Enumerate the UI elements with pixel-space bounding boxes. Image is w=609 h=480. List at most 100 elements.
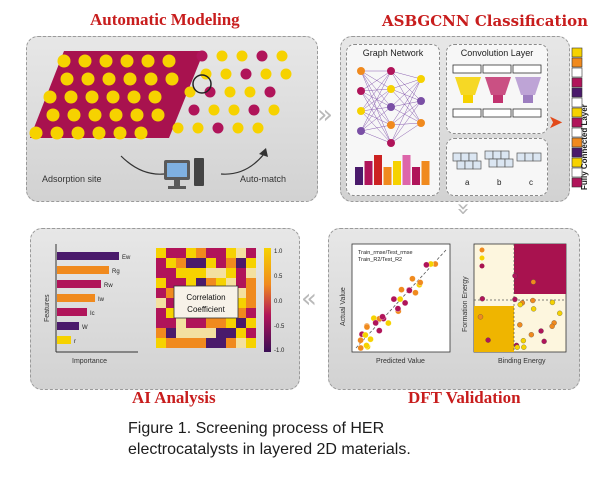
heatmap-cell [236, 308, 246, 318]
correlation-heatmap: Correlation Coefficient [156, 248, 256, 348]
filter-yellow [452, 77, 482, 118]
heatmap-cell [156, 328, 166, 338]
colorbar-gradient [264, 248, 271, 352]
heatmap-cell [226, 248, 236, 258]
network-edge [360, 110, 392, 144]
heatmap-cell [176, 278, 186, 288]
importance-bar-label: Rg [112, 269, 120, 275]
energy-map-region-top-right [514, 244, 566, 294]
lattice-atom [123, 72, 137, 86]
energy-point [514, 344, 520, 350]
network-edge [390, 88, 422, 102]
network-edge [360, 70, 392, 92]
parity-point [397, 295, 404, 303]
feature-bar [412, 167, 420, 185]
fc-cell [571, 167, 583, 178]
fully-connected-column [571, 47, 583, 188]
network-node [357, 87, 365, 95]
energy-point [485, 337, 491, 343]
lattice-atom [134, 126, 148, 140]
modeling-illustration [29, 50, 292, 189]
honeycomb-atom [172, 122, 184, 134]
lattice-atom [92, 126, 106, 140]
predicted-value-label: Predicted Value [376, 358, 425, 365]
energy-point [530, 297, 536, 304]
network-edge [390, 106, 422, 124]
heatmap-cell [186, 268, 196, 278]
caption-line-1: Figure 1. Screening process of HER [128, 420, 385, 437]
heatmap-cell [226, 268, 236, 278]
feature-bar [364, 161, 373, 185]
honeycomb-atom [228, 104, 240, 116]
heatmap-cell [186, 278, 196, 288]
network-edge [390, 100, 422, 108]
feature-bar [421, 161, 430, 185]
heatmap-cell [176, 328, 186, 338]
graph-network-label: Graph Network [362, 48, 424, 58]
heatmap-cell [206, 258, 216, 268]
heatmap-cell [156, 268, 166, 278]
network-edge [360, 90, 392, 126]
figure-caption: Figure 1. Screening process of HER elect… [128, 418, 488, 460]
honeycomb-atom [196, 50, 208, 62]
convolution-illustration [452, 64, 542, 118]
energy-point [538, 328, 544, 334]
feature-bar [374, 155, 382, 185]
parity-point [398, 286, 405, 293]
heatmap-cell [226, 338, 236, 348]
embedding-box: a b c [446, 138, 548, 196]
heatmap-cell [176, 338, 186, 348]
colorbar-tick-3: 0.0 [274, 299, 283, 305]
flow-arrow-down: » [450, 202, 476, 216]
parity-point [423, 261, 430, 269]
energy-point [549, 323, 555, 329]
heatmap-cell [216, 248, 226, 258]
actual-value-label: Actual Value [340, 287, 347, 326]
honeycomb-atom [192, 122, 204, 134]
lattice-atom [106, 90, 120, 104]
lattice-atom [46, 108, 60, 122]
heatmap-cell [216, 278, 226, 288]
network-edge [390, 78, 422, 126]
energy-point [517, 301, 523, 308]
network-edge [360, 88, 392, 132]
heatmap-cell [166, 338, 176, 348]
importance-axis-label: Importance [72, 358, 108, 365]
network-edge [390, 70, 422, 124]
importance-bar-label: Ew [122, 255, 131, 261]
network-edge [360, 90, 392, 108]
parity-point [372, 319, 379, 327]
heatmap-cell [176, 318, 186, 328]
parity-point [401, 299, 409, 307]
lattice-atom [78, 54, 92, 68]
flow-arrow-to-fc: ➤ [548, 112, 564, 133]
heatmap-cell [156, 288, 166, 298]
energy-point [479, 296, 485, 302]
heatmap-cell [186, 318, 196, 328]
heatmap-cell [246, 328, 256, 338]
network-edge [360, 130, 392, 144]
lattice-atom [60, 72, 74, 86]
importance-bar [57, 322, 79, 330]
heatmap-cell [246, 278, 256, 288]
heatmap-cell [186, 258, 196, 268]
heatmap-cell [226, 278, 236, 288]
network-edge [360, 70, 392, 144]
heatmap-cell [196, 278, 206, 288]
heatmap-cell [226, 318, 236, 328]
parity-point [390, 295, 398, 303]
energy-point [512, 296, 518, 303]
fc-cell [571, 67, 583, 78]
network-edge [390, 100, 422, 126]
colorbar-tick-4: -0.5 [274, 324, 285, 330]
heatmap-cell [216, 268, 226, 278]
heatmap-cell [236, 258, 246, 268]
heatmap-cell [166, 318, 176, 328]
lattice-atom [64, 90, 78, 104]
importance-bar [57, 266, 109, 274]
sub-label-c: c [529, 178, 533, 187]
honeycomb-atom [276, 50, 288, 62]
energy-point [530, 279, 536, 285]
network-node [417, 97, 425, 105]
